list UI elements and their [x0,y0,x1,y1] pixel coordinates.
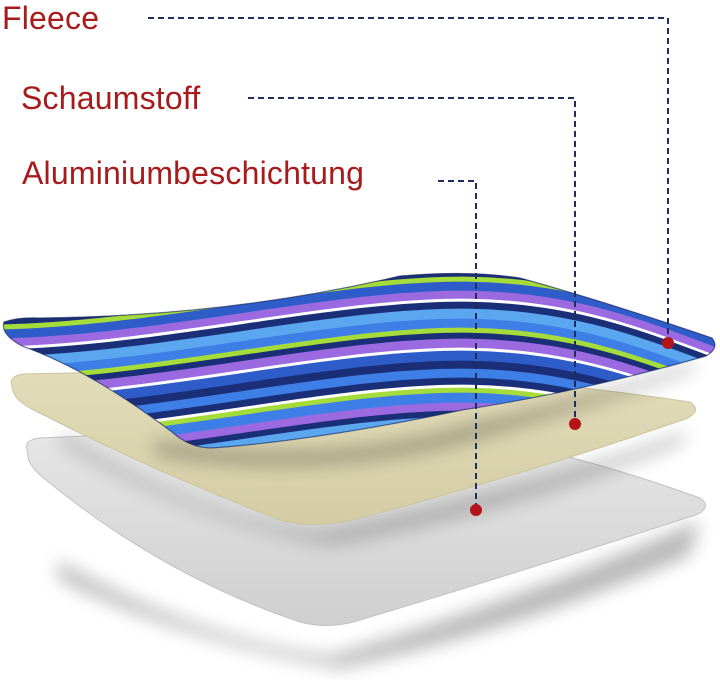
marker-dots [470,337,674,516]
leader-line-aluminium [438,180,477,509]
leader-line-foam [248,97,576,423]
fleece-stripe [3,273,715,275]
foam-shadow [60,430,690,545]
fleece-stripe [3,301,715,376]
fleece-edge [2,272,716,449]
label-foam: Schaumstoff [21,80,201,116]
label-aluminium: Aluminiumbeschichtung [22,155,365,191]
fleece-stripe [3,281,715,357]
aluminium-shadow [56,520,700,668]
label-fleece: Fleece [2,0,100,36]
fleece-stripe [3,327,715,400]
fleece-stripe [3,290,715,366]
marker-dot-foam [569,418,581,430]
fleece-stripe [3,332,715,406]
leader-line-fleece [148,17,669,343]
fleece-stripe [3,273,715,291]
fleece-stripe [3,318,715,394]
fleece-stripe [3,308,715,385]
marker-dot-aluminium [470,504,482,516]
fleece-stripe [3,273,715,286]
marker-dot-fleece [662,337,674,349]
fleece-shadow [150,362,700,465]
leader-lines [148,17,669,509]
fleece-stripe [3,273,715,283]
fleece-stripe [3,298,715,369]
